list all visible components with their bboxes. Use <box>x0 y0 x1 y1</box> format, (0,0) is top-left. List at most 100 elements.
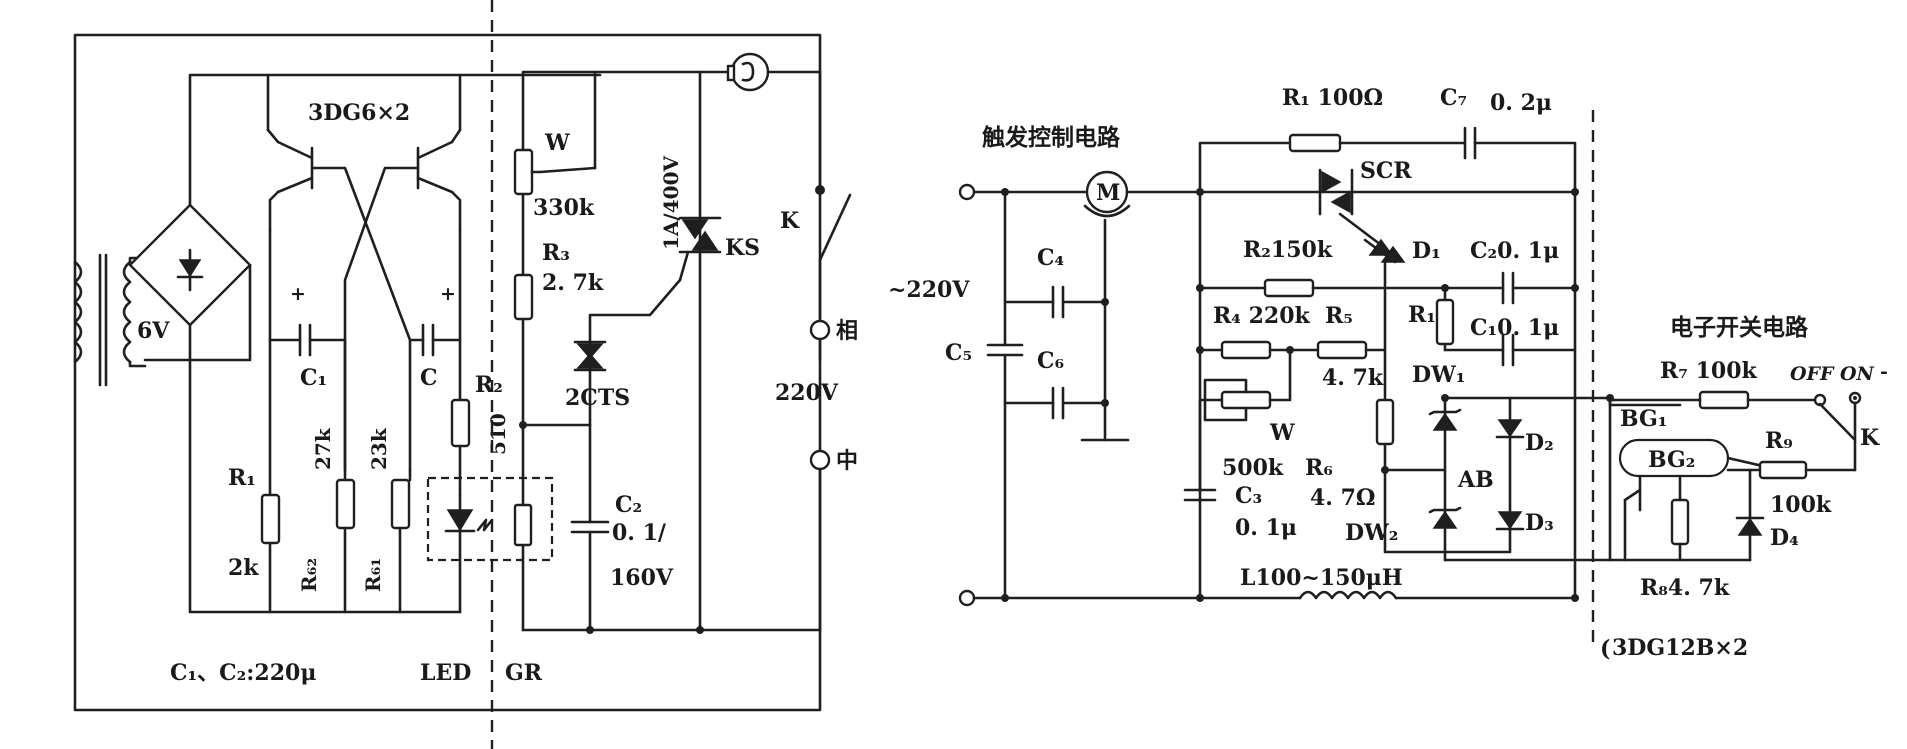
resistor-r2 <box>450 398 471 448</box>
switch-k-arm <box>1818 402 1857 442</box>
resistor-r1-value: 2k <box>228 555 259 581</box>
diode-d1-symbol <box>1380 245 1406 263</box>
junction <box>1001 188 1009 196</box>
junction <box>586 626 594 634</box>
resistor-r8-label: R₈4. 7k <box>1640 575 1730 601</box>
capacitor-c3-value: 0. 1μ <box>1235 515 1297 541</box>
gr-label: GR <box>505 660 543 686</box>
negative-rail <box>188 323 462 614</box>
motor-label: M <box>1096 180 1120 206</box>
capacitor-c2-value-1: 0. 1/ <box>612 520 667 546</box>
capacitor-c4-label: C₄ <box>1037 245 1064 271</box>
junction <box>1441 394 1449 402</box>
triac-gate <box>678 250 690 282</box>
junction <box>1196 594 1204 602</box>
diac-symbol <box>576 343 604 360</box>
capacitor-c1-label: C₁ <box>300 365 327 391</box>
resistor-r9-value: 100k <box>1770 492 1832 518</box>
motor-brush <box>726 64 736 82</box>
resistor-r1-top <box>1288 133 1342 153</box>
wire <box>128 360 147 368</box>
resistor-r61-label: R₆₁ <box>361 558 385 592</box>
junction <box>696 626 704 634</box>
resistor-r62-label: R₆₂ <box>297 558 321 592</box>
zener-dw2-label: DW₂ <box>1345 520 1398 546</box>
diac-label: 2CTS <box>565 385 630 411</box>
resistor-r5 <box>1316 340 1368 360</box>
junction <box>1606 394 1614 402</box>
resistor-r61 <box>390 478 411 530</box>
resistor-r1 <box>260 493 281 545</box>
motor-m-arc <box>1083 204 1131 218</box>
plus-mark: + <box>290 283 306 305</box>
potentiometer-w-label: W <box>544 130 570 156</box>
wire <box>450 128 462 144</box>
junction <box>1196 346 1204 354</box>
zener-dw2-bar <box>1428 506 1462 514</box>
resistor-r6-value: 4. 7Ω <box>1310 485 1376 511</box>
voltage-label: 220V <box>775 380 839 406</box>
resistor-r6 <box>1375 398 1395 446</box>
capacitor-c6-label: C₆ <box>1037 348 1064 374</box>
diode-d1-symbol <box>1368 238 1394 256</box>
resistor-r1-top-label: R₁ 100Ω <box>1282 85 1383 111</box>
scr-label: SCR <box>1360 158 1412 184</box>
potentiometer-w-label: W <box>1269 420 1295 446</box>
wire <box>1443 396 1512 554</box>
resistor-r3-label: R₃ <box>542 240 570 266</box>
resistor-r62-value: 27k <box>311 427 335 470</box>
transistor-bg1-label: BG₁ <box>1620 406 1667 432</box>
junction <box>1101 399 1109 407</box>
transistor-q2-emitter <box>416 176 454 194</box>
plus-mark: + <box>440 283 456 305</box>
capacitor-c7-label: C₇ <box>1440 85 1467 111</box>
left-timer-circuit: 6V 3DG6×2 + C₁ + <box>73 0 858 749</box>
cross-coupling-wire <box>343 166 420 472</box>
resistor-r3 <box>513 273 534 321</box>
supply-terminal-top <box>958 183 976 201</box>
on-label: ON <box>1840 363 1875 385</box>
junction <box>1101 298 1109 306</box>
trigger-circuit-title: 触发控制电路 <box>982 124 1121 151</box>
capacitor-c2-label: C₂ <box>615 492 642 518</box>
resistor-r1-label: R₁ <box>228 465 256 491</box>
supply-voltage-label: ~220V <box>888 277 970 303</box>
transistor-q1-emitter <box>276 176 314 194</box>
scr-gate <box>1338 212 1387 250</box>
photoresistor-gr <box>513 503 533 547</box>
right-bus <box>1473 141 1577 600</box>
triac-rating: 1A/400V <box>659 156 683 250</box>
wire <box>450 190 462 232</box>
right-dimmer-circuit: 触发控制电路 ~220V L100~150μH C₅ C₄ C₆ <box>888 85 1888 662</box>
resistor-r4-label: R₄ 220k <box>1213 303 1311 329</box>
positive-rail <box>188 73 602 207</box>
switch-k-lever <box>818 193 852 262</box>
wire <box>266 128 280 144</box>
resistor-r7 <box>1698 390 1750 410</box>
resistor-r5-value: 4. 7k <box>1322 365 1384 391</box>
phase-label: 相 <box>836 318 858 344</box>
resistor-r3-value: 2. 7k <box>542 270 604 296</box>
transistor-pair-label: 3DG6×2 <box>308 100 410 126</box>
scr-symbol <box>1321 170 1342 194</box>
zener-dw1-label: DW₁ <box>1412 362 1465 388</box>
resistor-r2-label: R₂150k <box>1243 237 1333 263</box>
wire <box>1198 141 1292 194</box>
resistor-r2-label: R₂ <box>475 372 503 398</box>
potentiometer-w-value: 330k <box>533 195 595 221</box>
transformer-secondary <box>122 260 132 364</box>
cross-coupling-wire <box>310 166 412 472</box>
transistor-bg2-label: BG₂ <box>1648 447 1695 473</box>
resistor-r8 <box>1670 498 1690 546</box>
inductor-l <box>1298 590 1398 600</box>
switch-k-label: K <box>1860 425 1880 451</box>
transformer-primary <box>73 260 83 364</box>
zener-dw2 <box>1432 510 1458 529</box>
potentiometer-w <box>513 148 534 196</box>
switch-contact <box>815 185 825 195</box>
outer-loop-wire <box>73 33 822 712</box>
capacitor-c2-value-2: 160V <box>610 565 674 591</box>
inductor-label: L100~150μH <box>1240 565 1403 591</box>
junction <box>1571 284 1579 292</box>
